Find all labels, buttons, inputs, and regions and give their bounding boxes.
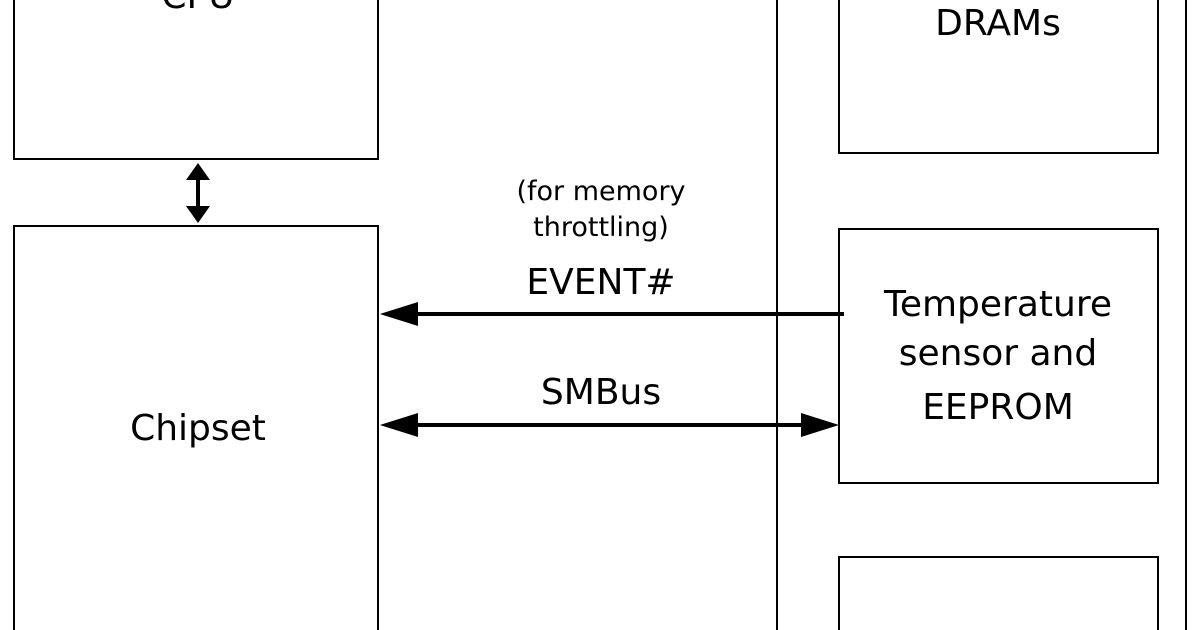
cpu-label: CPU	[161, 0, 234, 17]
event-note-line-2: throttling)	[533, 212, 669, 243]
sensor-label-line-2: sensor and	[899, 333, 1097, 374]
cpu-block	[13, 0, 379, 160]
cpu-chipset-bidirectional-arrow	[186, 163, 210, 223]
chipset-label: Chipset	[130, 408, 266, 449]
chipset-block	[13, 225, 379, 630]
event-arrow	[380, 302, 844, 326]
smbus-signal-label: SMBus	[541, 372, 661, 413]
drams-label: DRAMs	[935, 3, 1061, 44]
smbus-bidirectional-arrow	[380, 413, 839, 437]
temperature-sensor-eeprom-block	[838, 228, 1159, 484]
sensor-label-line-3: EEPROM	[922, 387, 1074, 428]
bottom-memory-block	[838, 556, 1159, 630]
event-note-line-1: (for memory	[516, 176, 685, 207]
event-signal-label: EVENT#	[526, 262, 675, 303]
sensor-label-line-1: Temperature	[883, 284, 1112, 325]
drams-block	[838, 0, 1159, 154]
